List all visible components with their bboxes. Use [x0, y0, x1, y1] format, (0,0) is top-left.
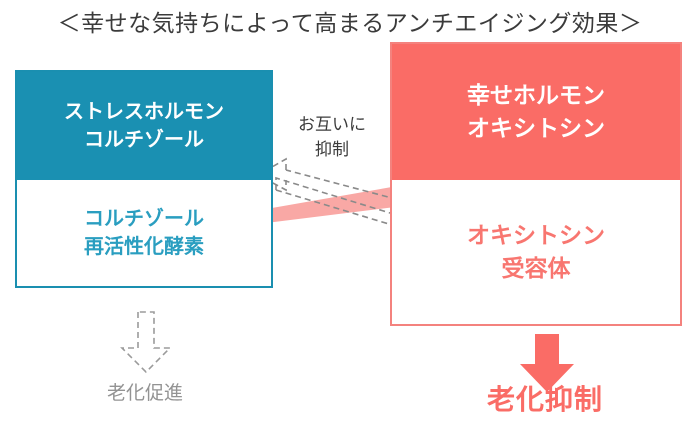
aging-suppression-label: 老化抑制	[486, 384, 603, 415]
cortisol-header-line1: ストレスホルモン	[64, 101, 224, 123]
mutual-label-line2: 抑制	[315, 140, 349, 159]
oxytocin-header-line1: 幸せホルモン	[467, 82, 605, 108]
oxytocin-body-line2: 受容体	[501, 255, 571, 281]
oxytocin-panel[interactable]: 幸せホルモン オキシトシン オキシトシン 受容体	[390, 42, 682, 326]
cortisol-header-line2: コルチゾール	[84, 129, 204, 151]
mutual-label-line1: お互いに	[298, 115, 366, 134]
cortisol-enzyme-box: コルチゾール 再活性化酵素	[17, 180, 271, 286]
cortisol-body-line1: コルチゾール	[84, 208, 204, 230]
dashed-down-arrow-left	[120, 311, 172, 374]
oxytocin-body-line1: オキシトシン	[467, 222, 605, 248]
cortisol-panel[interactable]: ストレスホルモン コルチゾール コルチゾール 再活性化酵素	[15, 70, 273, 288]
cortisol-panel-header: ストレスホルモン コルチゾール	[17, 72, 271, 180]
page-title: ＜幸せな気持ちによって高まるアンチエイジング効果＞	[57, 10, 643, 36]
oxytocin-panel-header: 幸せホルモン オキシトシン	[392, 44, 680, 180]
oxytocin-receptor-box: オキシトシン 受容体	[392, 180, 680, 324]
mutual-suppression-label: お互いに 抑制	[282, 112, 382, 162]
aging-promotion-label: 老化促進	[106, 383, 183, 404]
oxytocin-header-line2: オキシトシン	[467, 115, 605, 141]
cortisol-body-line2: 再活性化酵素	[84, 236, 204, 258]
